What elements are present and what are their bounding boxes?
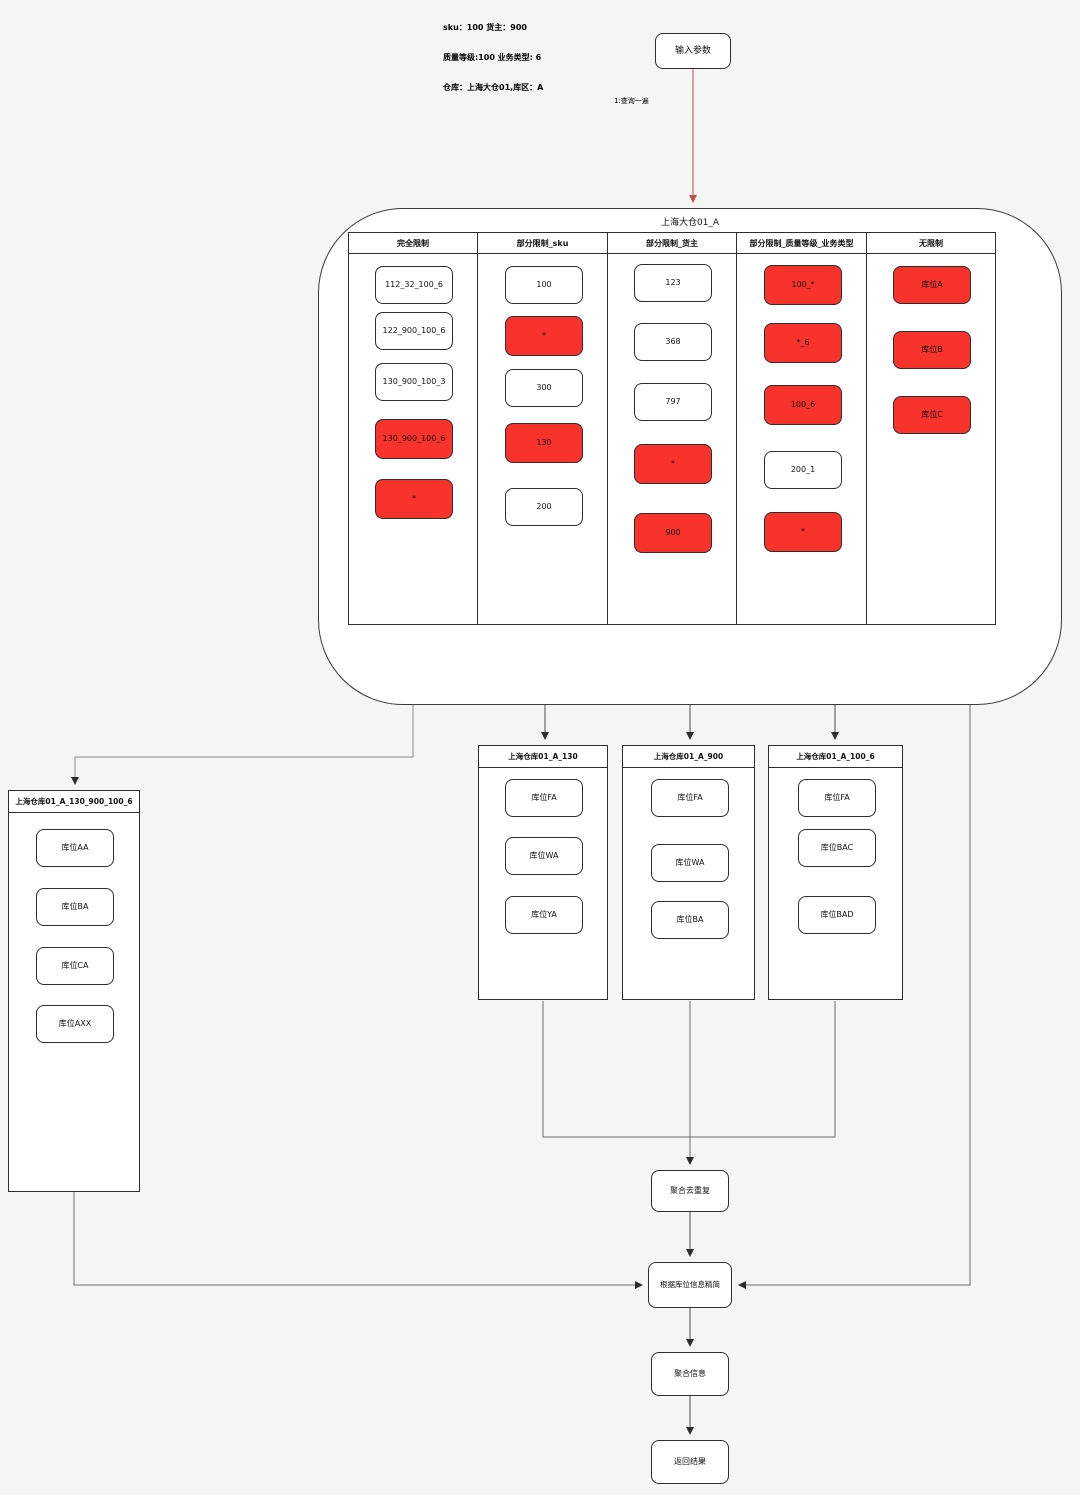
rule-box-highlighted: 130 bbox=[505, 423, 583, 463]
column-no-restriction: 无限制 库位A 库位B 库位C bbox=[866, 232, 996, 625]
rule-box: 797 bbox=[634, 383, 712, 421]
rule-box-highlighted: 100_* bbox=[764, 265, 842, 305]
slot-box: 库位BAC bbox=[798, 829, 876, 867]
slot-box: 库位CA bbox=[36, 947, 114, 985]
warehouse-100-6: 上海仓库01_A_100_6 库位FA 库位BAC 库位BAD bbox=[768, 745, 903, 1000]
column-partial-quality-biz-header: 部分限制_质量等级_业务类型 bbox=[737, 233, 866, 254]
rule-box-highlighted: * bbox=[634, 444, 712, 484]
input-params-line-3: 仓库：上海大仓01,库区：A bbox=[443, 83, 544, 92]
rule-box: 300 bbox=[505, 369, 583, 407]
column-partial-sku-header: 部分限制_sku bbox=[478, 233, 607, 254]
slot-box: 库位AXX bbox=[36, 1005, 114, 1043]
main-warehouse-title: 上海大仓01_A bbox=[660, 218, 720, 228]
warehouse-100-6-title: 上海仓库01_A_100_6 bbox=[769, 746, 902, 768]
slot-box: 库位FA bbox=[651, 779, 729, 817]
column-partial-quality-biz: 部分限制_质量等级_业务类型 100_* *_6 100_6 200_1 * bbox=[736, 232, 867, 625]
warehouse-900-title: 上海仓库01_A_900 bbox=[623, 746, 754, 768]
flow-aggregate-node: 聚合信息 bbox=[651, 1352, 729, 1396]
slot-box: 库位AA bbox=[36, 829, 114, 867]
warehouse-130: 上海仓库01_A_130 库位FA 库位WA 库位YA bbox=[478, 745, 608, 1000]
input-params-line-2: 质量等级:100 业务类型: 6 bbox=[443, 53, 542, 62]
rule-box: 200 bbox=[505, 488, 583, 526]
rule-box-highlighted: *_6 bbox=[764, 323, 842, 363]
slot-box: 库位WA bbox=[505, 837, 583, 875]
slot-box: 库位BA bbox=[651, 901, 729, 939]
column-partial-owner: 部分限制_货主 123 368 797 * 900 bbox=[607, 232, 737, 625]
rule-box-highlighted: * bbox=[375, 479, 453, 519]
rule-box: 123 bbox=[634, 264, 712, 302]
rule-box-highlighted: 库位B bbox=[893, 331, 971, 369]
edge-warehouse-130-merge bbox=[542, 1001, 690, 1138]
slot-box: 库位WA bbox=[651, 844, 729, 882]
warehouse-130-900-100-6: 上海仓库01_A_130_900_100_6 库位AA 库位BA 库位CA 库位… bbox=[8, 790, 140, 1192]
flow-dedupe-node: 聚合去重复 bbox=[651, 1170, 729, 1212]
edge-col5-to-refine bbox=[738, 626, 971, 1289]
rule-box-highlighted: 100_6 bbox=[764, 385, 842, 425]
rule-box-highlighted: 130_900_100_6 bbox=[375, 419, 453, 459]
rule-box: 200_1 bbox=[764, 451, 842, 489]
rule-box-highlighted: 库位C bbox=[893, 396, 971, 434]
edge-warehouse-100-6-merge bbox=[690, 1001, 836, 1138]
rule-box: 130_900_100_3 bbox=[375, 363, 453, 401]
slot-box: 库位BA bbox=[36, 888, 114, 926]
warehouse-130-title: 上海仓库01_A_130 bbox=[479, 746, 607, 768]
flow-refine-node: 根据库位信息精简 bbox=[648, 1262, 732, 1308]
slot-box: 库位YA bbox=[505, 896, 583, 934]
slot-box: 库位BAD bbox=[798, 896, 876, 934]
query-edge-label: 1:查询一遍 bbox=[614, 97, 649, 105]
flow-result-node: 返回结果 bbox=[651, 1440, 729, 1484]
rule-box-highlighted: * bbox=[764, 512, 842, 552]
rule-box-highlighted: * bbox=[505, 316, 583, 356]
input-params-node: 输入参数 bbox=[655, 33, 731, 69]
input-params-line-1: sku：100 货主：900 bbox=[443, 23, 527, 32]
rule-box-highlighted: 900 bbox=[634, 513, 712, 553]
slot-box: 库位FA bbox=[505, 779, 583, 817]
column-partial-owner-header: 部分限制_货主 bbox=[608, 233, 736, 254]
slot-box: 库位FA bbox=[798, 779, 876, 817]
rule-box: 122_900_100_6 bbox=[375, 312, 453, 350]
rule-box: 112_32_100_6 bbox=[375, 266, 453, 304]
edge-warehouse-left-to-refine bbox=[73, 1192, 643, 1289]
column-full-restriction-header: 完全限制 bbox=[349, 233, 477, 254]
column-partial-sku: 部分限制_sku 100 * 300 130 200 bbox=[477, 232, 608, 625]
rule-box-highlighted: 库位A bbox=[893, 266, 971, 304]
rule-box: 100 bbox=[505, 266, 583, 304]
rule-box: 368 bbox=[634, 323, 712, 361]
warehouse-130-900-100-6-title: 上海仓库01_A_130_900_100_6 bbox=[9, 791, 139, 813]
column-no-restriction-header: 无限制 bbox=[867, 233, 995, 254]
column-full-restriction: 完全限制 112_32_100_6 122_900_100_6 130_900_… bbox=[348, 232, 478, 625]
warehouse-900: 上海仓库01_A_900 库位FA 库位WA 库位BA bbox=[622, 745, 755, 1000]
